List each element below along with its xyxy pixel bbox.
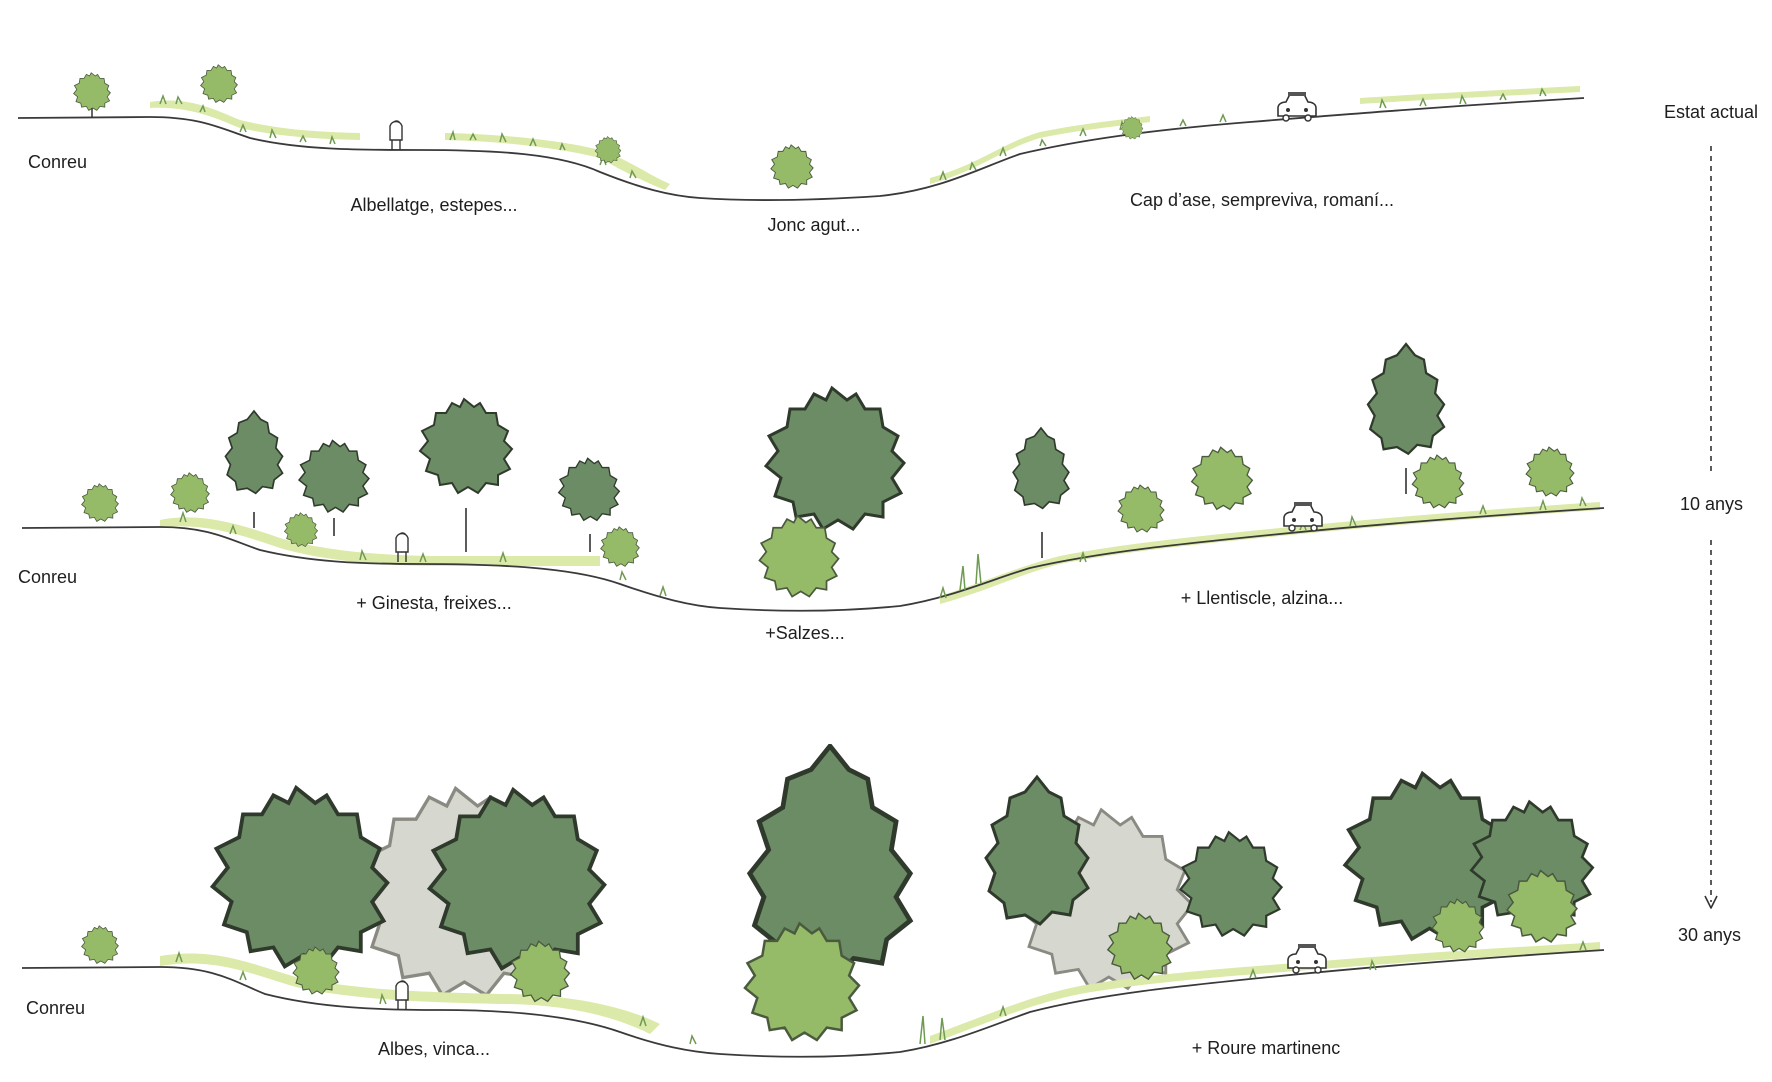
timeline-stage-30-years: 30 anys: [1678, 925, 1742, 945]
car-icon: [1287, 943, 1327, 974]
terrain-line: [21, 949, 1605, 1058]
shrub-icon: [81, 483, 119, 522]
terrain-line: [17, 97, 1585, 202]
tree-icon: [1179, 830, 1283, 937]
ground-strip: [160, 953, 660, 1034]
tree-icon: [1011, 426, 1071, 510]
section-10-years: [21, 342, 1605, 612]
terrain-line: [21, 507, 1605, 612]
person-icon: [395, 980, 409, 1011]
valley-label: Jonc agut...: [767, 215, 861, 235]
ground-strip: [160, 517, 600, 566]
tree-icon: [224, 409, 284, 495]
tree-icon: [213, 788, 388, 967]
ground-strip: [1360, 86, 1580, 104]
field-label: Conreu: [18, 567, 78, 587]
car-icon: [1277, 91, 1317, 122]
left-slope-label: Albes, vinca...: [377, 1039, 491, 1059]
tree-icon: [1366, 342, 1446, 456]
ground-strip: [445, 133, 670, 190]
shrub-icon: [770, 144, 814, 189]
tree-trunk: [253, 468, 1407, 558]
left-slope-label: + Ginesta, freixes...: [356, 593, 512, 613]
shrub-icon: [594, 136, 622, 164]
grass-tuft: [159, 87, 1547, 181]
timeline-arrow: [1704, 146, 1718, 909]
section-current: [17, 64, 1585, 202]
shrub-icon: [1117, 484, 1165, 533]
shrub-icon: [600, 526, 640, 567]
tree-icon: [764, 386, 906, 531]
person-icon: [389, 120, 403, 151]
right-slope-label: + Llentiscle, alzina...: [1180, 588, 1344, 608]
ground-strip: [930, 942, 1600, 1044]
grass-tuft: [175, 939, 1587, 1045]
shrub-icon: [1411, 454, 1465, 509]
timeline-stage-current: Estat actual: [1664, 102, 1759, 122]
right-slope-label: Cap d’ase, sempreviva, romaní...: [1129, 190, 1395, 210]
tree-icon: [557, 457, 621, 522]
grass-tuft: [179, 495, 1587, 599]
left-slope-label: Albellatge, estepes...: [350, 195, 518, 215]
tree-icon: [298, 439, 370, 513]
valley-label: +Salzes...: [765, 623, 845, 643]
field-label: Conreu: [28, 152, 88, 172]
shrub-icon: [1525, 446, 1575, 497]
ground-strip: [150, 100, 360, 140]
shrub-icon: [81, 925, 119, 964]
shrub-icon: [170, 472, 210, 513]
field-label: Conreu: [26, 998, 86, 1018]
tree-icon: [986, 777, 1088, 924]
timeline-stage-10-years: 10 anys: [1680, 494, 1744, 514]
shrub-icon: [1190, 446, 1254, 511]
right-slope-label: + Roure martinenc: [1191, 1038, 1341, 1058]
section-30-years: [21, 746, 1605, 1058]
tree-icon: [418, 397, 514, 495]
car-icon: [1283, 501, 1323, 532]
shrub-icon: [200, 64, 238, 103]
shrub-icon: [73, 72, 111, 118]
